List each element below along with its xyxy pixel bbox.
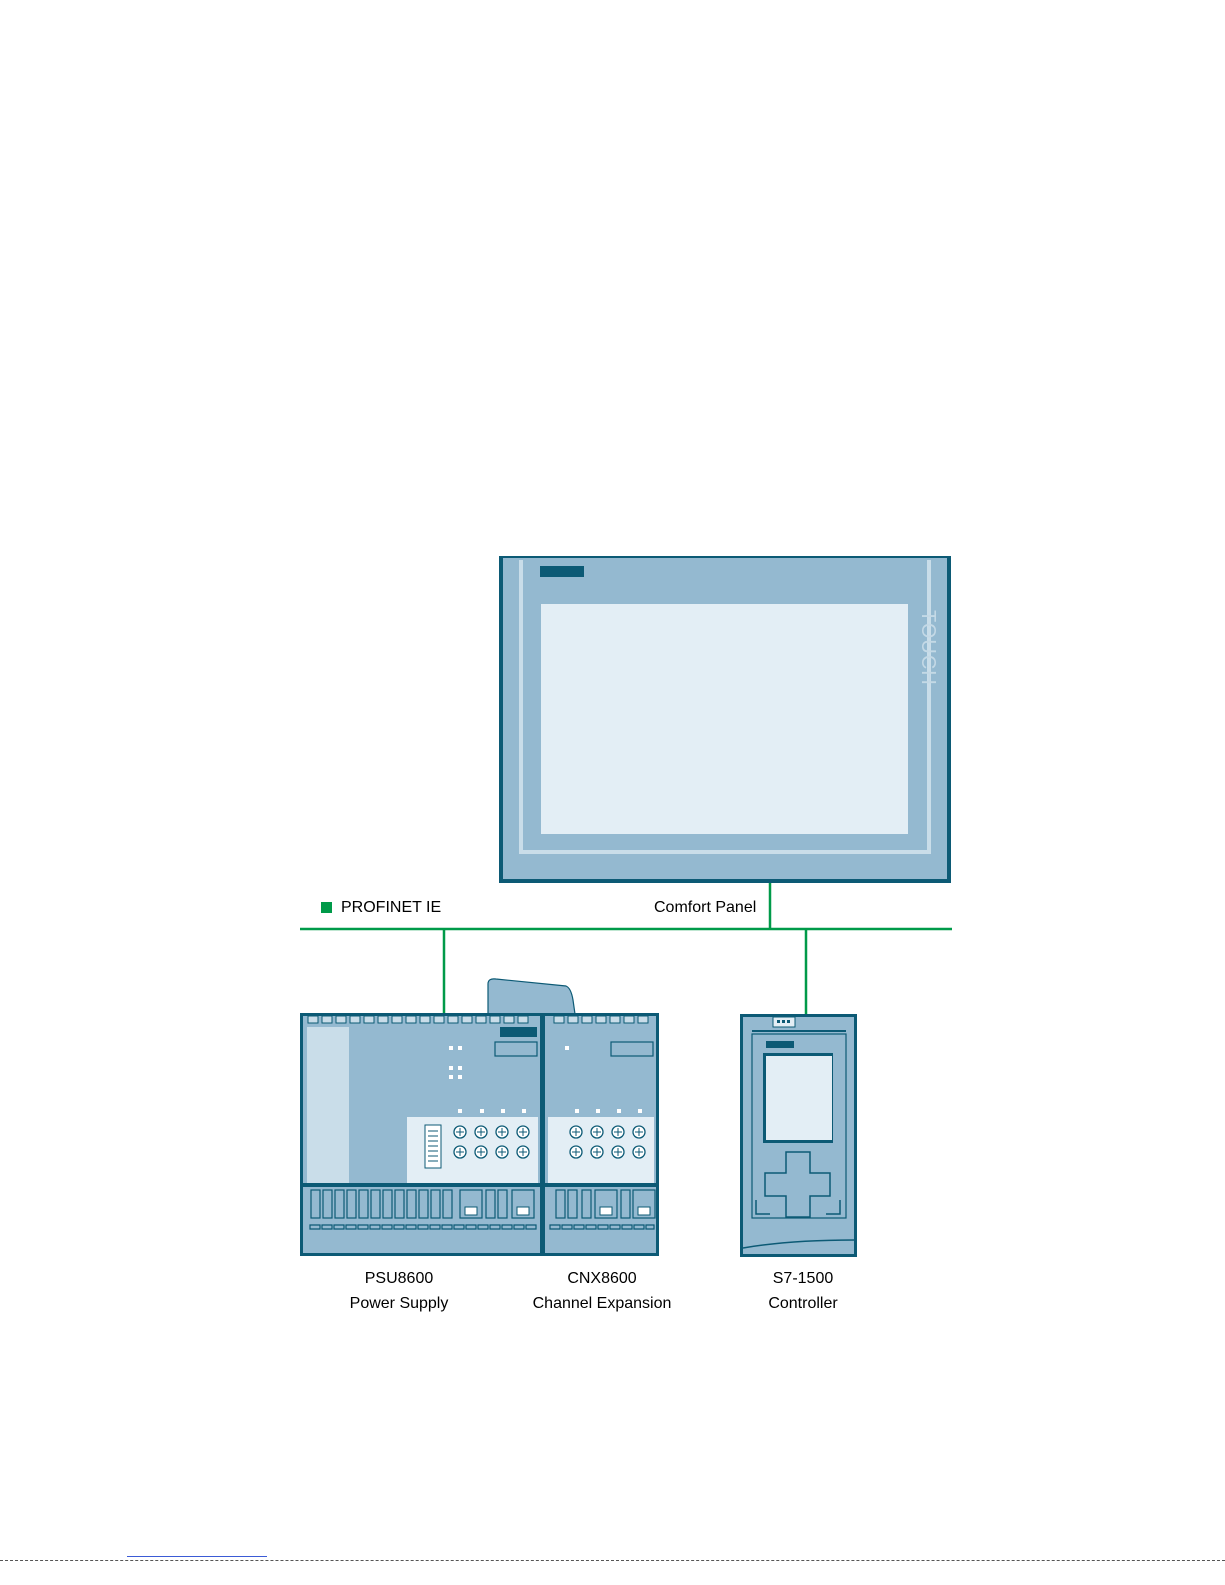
comfort-panel-device xyxy=(499,556,951,883)
touch-badge: TOUCH xyxy=(916,610,939,686)
cnx8600-device xyxy=(545,1016,656,1253)
cnx8600-name: CNX8600 xyxy=(567,1269,636,1289)
psu8600-name: PSU8600 xyxy=(365,1269,434,1289)
profinet-legend-swatch xyxy=(321,902,332,913)
comfort-panel-label: Comfort Panel xyxy=(654,898,756,918)
s7-1500-name: S7-1500 xyxy=(773,1269,834,1289)
s7-1500-description: Controller xyxy=(768,1294,837,1314)
psu8600-description: Power Supply xyxy=(350,1294,449,1314)
footer-link-underline xyxy=(127,1556,267,1557)
s7-1500-controller-device xyxy=(740,1014,857,1257)
footer-divider xyxy=(0,1560,1225,1561)
panel-logo-plate xyxy=(540,566,584,577)
cnx8600-description: Channel Expansion xyxy=(533,1294,672,1314)
profinet-legend-label: PROFINET IE xyxy=(341,898,441,918)
